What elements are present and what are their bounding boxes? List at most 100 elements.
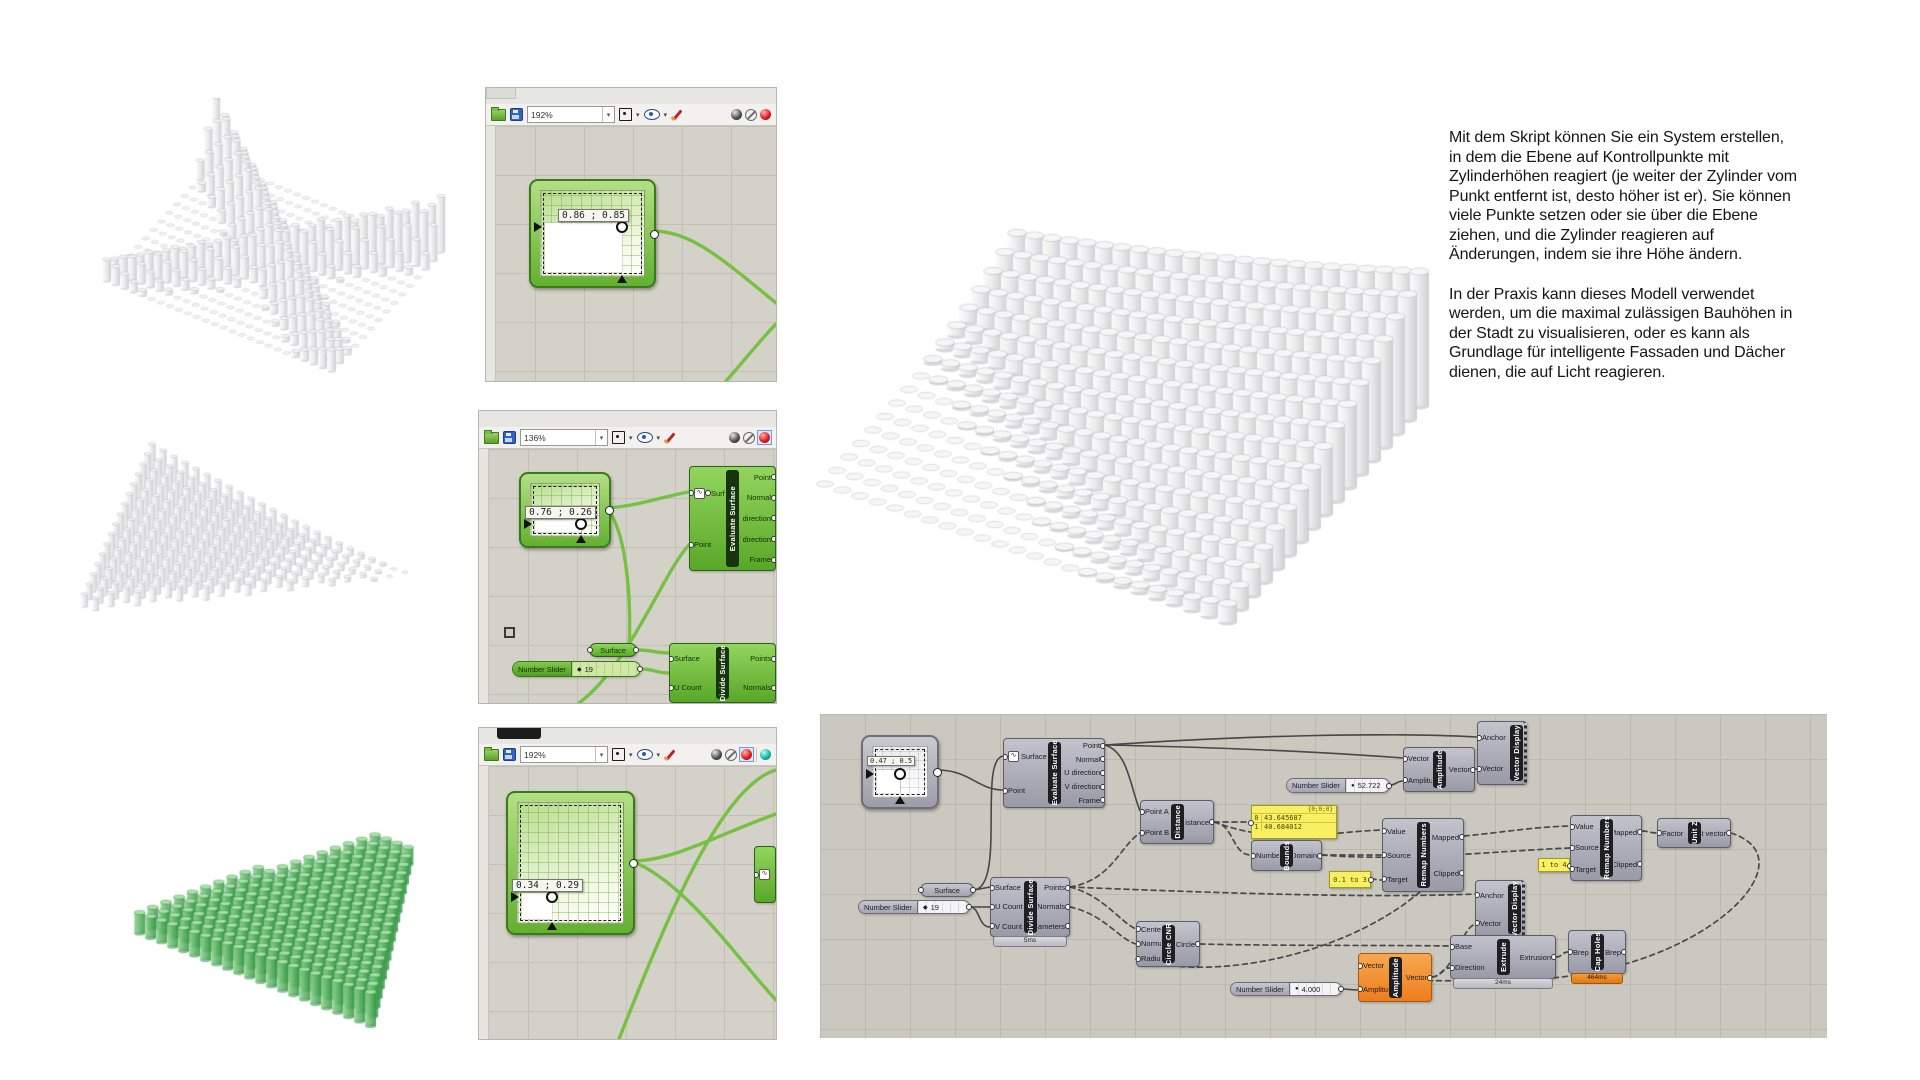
red-gem-icon[interactable] xyxy=(759,432,770,443)
slider-knob-icon[interactable] xyxy=(577,666,582,673)
divide-surface-component[interactable]: Surface U Count Divide Surface Points No… xyxy=(669,643,776,703)
zoom-level-combo[interactable]: 136% ▾ xyxy=(520,429,608,446)
md-slider-knob[interactable] xyxy=(575,518,587,530)
number-slider-amplitude[interactable]: Number Slider52.722 xyxy=(1286,778,1393,793)
chevron-down-icon[interactable]: ▾ xyxy=(629,434,633,442)
number-slider[interactable]: Number Slider 19 xyxy=(512,661,644,677)
profiler-badge: 464ms xyxy=(1571,973,1623,984)
save-icon[interactable] xyxy=(503,431,516,444)
preview-eye-icon[interactable] xyxy=(643,109,660,120)
zoom-extents-icon[interactable] xyxy=(612,431,625,444)
red-gem-icon[interactable] xyxy=(741,749,752,760)
chevron-down-icon[interactable]: ▾ xyxy=(602,107,614,122)
render-sphere-icon[interactable] xyxy=(729,432,740,443)
panel-target[interactable]: 1 to 4 xyxy=(1538,858,1573,872)
slider-knob-icon[interactable] xyxy=(923,904,928,911)
surface-icon xyxy=(759,869,770,880)
open-file-icon[interactable] xyxy=(484,429,499,444)
surface-component-fragment[interactable] xyxy=(754,846,776,903)
output-port[interactable] xyxy=(629,859,638,868)
canvas-scroll-strip xyxy=(486,126,496,381)
drag-handle-bottom[interactable] xyxy=(895,796,905,804)
chevron-down-icon[interactable]: ▾ xyxy=(656,434,661,442)
md-slider[interactable]: 0.86 ; 0.85 xyxy=(529,179,659,288)
md-slider[interactable]: 0.76 ; 0.26 xyxy=(519,472,614,548)
red-gem-icon[interactable] xyxy=(760,109,771,120)
slider-knob-icon[interactable] xyxy=(1295,986,1299,992)
sketch-pen-icon[interactable] xyxy=(664,749,676,761)
amplitude-top[interactable]: VectorAmplitudeAmplitudeVector xyxy=(1403,747,1475,792)
gh-toolbar: 192% ▾ ▾ ▾ xyxy=(486,104,776,126)
open-file-icon[interactable] xyxy=(491,106,506,121)
zoom-extents-icon[interactable] xyxy=(612,748,625,761)
amplitude-bottom[interactable]: VectorAmplitudeAmplitudeVector xyxy=(1358,953,1432,1002)
gh-canvas[interactable]: 0.86 ; 0.85 xyxy=(486,126,776,381)
surface-param[interactable]: Surface xyxy=(918,883,976,897)
number-slider-count[interactable]: Number Slider19 xyxy=(858,900,973,914)
chevron-down-icon[interactable]: ▾ xyxy=(663,111,668,119)
drag-handle-bottom[interactable] xyxy=(576,535,586,543)
chevron-down-icon[interactable]: ▾ xyxy=(656,751,661,759)
chevron-down-icon[interactable]: ▾ xyxy=(595,747,607,762)
slider-knob-icon[interactable] xyxy=(1351,783,1355,789)
zoom-level-value: 192% xyxy=(531,109,553,120)
gh-canvas[interactable]: 0.34 ; 0.29 xyxy=(479,766,776,1039)
output-port[interactable] xyxy=(933,768,942,777)
evaluate-surface-component[interactable]: Surface Point Evaluate Surface Point Nor… xyxy=(689,466,776,571)
open-file-icon[interactable] xyxy=(484,746,499,761)
preview-off-icon[interactable] xyxy=(743,431,755,444)
preview-eye-icon[interactable] xyxy=(636,749,653,760)
drag-handle-left[interactable] xyxy=(534,222,542,232)
gh-canvas[interactable]: 0.76 ; 0.26 Surface Point Evaluate Surfa… xyxy=(479,449,776,703)
drag-handle-left[interactable] xyxy=(524,519,532,529)
preview-eye-icon[interactable] xyxy=(636,432,653,443)
bounds[interactable]: NumbersBoundsDomain xyxy=(1251,840,1322,871)
zoom-level-combo[interactable]: 192% ▾ xyxy=(527,106,615,123)
drag-handle-left[interactable] xyxy=(866,769,874,779)
canvas-marker xyxy=(504,627,515,638)
chevron-down-icon[interactable]: ▾ xyxy=(595,430,607,445)
save-icon[interactable] xyxy=(510,108,523,121)
output-port[interactable] xyxy=(605,506,614,515)
drag-handle-bottom[interactable] xyxy=(617,275,627,283)
sketch-pen-icon[interactable] xyxy=(664,432,676,444)
teal-gem-icon[interactable] xyxy=(760,749,771,760)
surface-icon xyxy=(694,487,705,499)
chevron-down-icon[interactable]: ▾ xyxy=(629,751,633,759)
render-sphere-icon[interactable] xyxy=(711,749,722,760)
drag-handle-left[interactable] xyxy=(511,892,519,902)
md-slider-knob[interactable] xyxy=(546,891,558,903)
sketch-pen-icon[interactable] xyxy=(671,109,683,121)
zoom-level-combo[interactable]: 192% ▾ xyxy=(520,746,608,763)
zoom-extents-icon[interactable] xyxy=(619,108,632,121)
green-wires xyxy=(577,490,691,703)
output-port[interactable] xyxy=(650,229,659,239)
md-slider-knob[interactable] xyxy=(616,221,628,233)
save-icon[interactable] xyxy=(503,748,516,761)
number-slider-radius[interactable]: Number Slider4.000 xyxy=(1230,982,1345,996)
drag-handle-bottom[interactable] xyxy=(547,922,557,930)
preview-off-icon[interactable] xyxy=(745,108,757,121)
render-sphere-icon[interactable] xyxy=(731,109,742,120)
md-slider[interactable]: 0.34 ; 0.29 xyxy=(506,791,638,935)
preview-off-icon[interactable] xyxy=(725,748,737,761)
md-slider[interactable]: 0.47 ; 0.5 xyxy=(861,735,942,809)
chevron-down-icon[interactable]: ▾ xyxy=(636,111,640,119)
surface-param-pill[interactable]: Surface xyxy=(587,643,639,657)
panel-domain[interactable]: 0.1 to 3 xyxy=(1329,871,1374,888)
md-slider-knob[interactable] xyxy=(894,768,906,780)
gh-toolbar: 136% ▾ ▾ ▾ xyxy=(479,427,776,449)
